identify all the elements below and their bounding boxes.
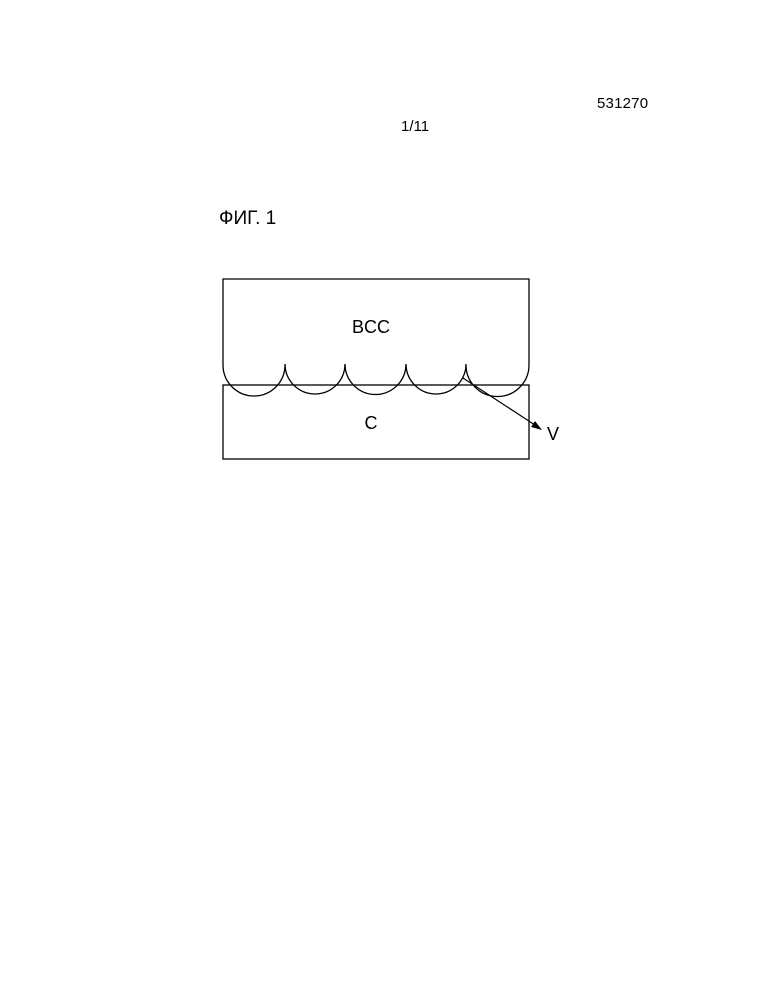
bcc-layer (223, 279, 529, 397)
c-label: C (365, 413, 378, 433)
void-label: V (547, 424, 559, 444)
bcc-label: BCC (352, 317, 390, 337)
void-pointer-arrowhead (531, 421, 542, 430)
